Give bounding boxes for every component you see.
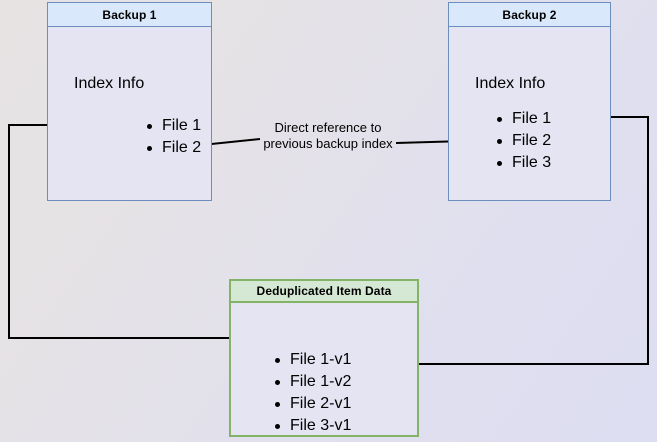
node-dedup-body: File 1-v1 File 1-v2 File 2-v1 File 3-v1	[231, 303, 417, 435]
list-item: File 1-v2	[274, 371, 351, 393]
list-item: File 3	[496, 152, 551, 174]
annotation-line-1: Direct reference to	[274, 120, 382, 135]
node-dedup-title: Deduplicated Item Data	[231, 281, 417, 303]
list-item: File 2	[146, 137, 201, 159]
list-item: File 2	[496, 130, 551, 152]
node-backup-1-subtitle: Index Info	[74, 75, 145, 92]
list-item: File 1-v1	[274, 349, 351, 371]
node-backup-1-title: Backup 1	[48, 3, 211, 27]
node-deduplicated-item-data[interactable]: Deduplicated Item Data File 1-v1 File 1-…	[229, 279, 419, 437]
node-dedup-file-list: File 1-v1 File 1-v2 File 2-v1 File 3-v1	[274, 349, 351, 437]
node-backup-2-file-list: File 1 File 2 File 3	[496, 108, 551, 174]
list-item: File 1	[496, 108, 551, 130]
list-item: File 3-v1	[274, 415, 351, 437]
node-backup-2-title: Backup 2	[449, 3, 610, 27]
annotation-line-2: previous backup index	[263, 136, 393, 151]
node-backup-2-body: Index Info File 1 File 2 File 3	[449, 27, 610, 200]
node-backup-1[interactable]: Backup 1 Index Info File 1 File 2	[47, 2, 212, 201]
list-item: File 1	[146, 115, 201, 137]
annotation-direct-reference: Direct reference to previous backup inde…	[248, 120, 408, 152]
list-item: File 2-v1	[274, 393, 351, 415]
node-backup-2-subtitle: Index Info	[475, 75, 546, 92]
node-backup-1-body: Index Info File 1 File 2	[48, 27, 211, 200]
node-backup-2[interactable]: Backup 2 Index Info File 1 File 2 File 3	[448, 2, 611, 201]
node-backup-1-file-list: File 1 File 2	[146, 115, 201, 159]
